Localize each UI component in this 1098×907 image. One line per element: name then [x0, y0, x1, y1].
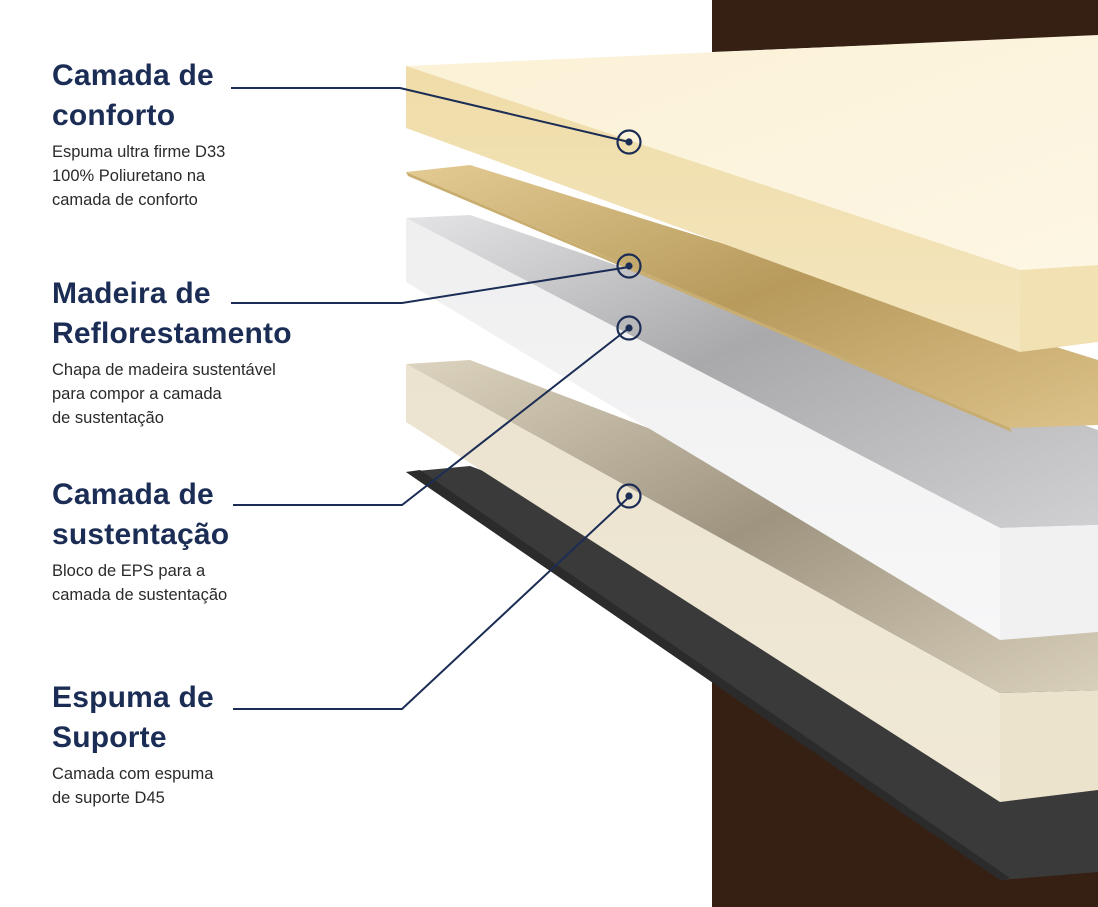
leader-line-support — [233, 496, 630, 710]
eps-block-layer — [406, 215, 1098, 640]
leader-line-comfort — [231, 87, 630, 143]
leader-lines — [231, 87, 630, 710]
layer-description: Chapa de madeira sustentável para compor… — [52, 361, 276, 427]
leader-line-wood — [231, 266, 630, 304]
wood-sheet-layer — [406, 165, 1098, 432]
layer-description: Bloco de EPS para a camada de sustentaçã… — [52, 562, 228, 604]
support-foam-layer — [406, 360, 1098, 802]
marker-support-icon — [616, 483, 642, 509]
layer-description: Espuma ultra firme D33 100% Poliuretano … — [52, 143, 226, 209]
leader-line-eps — [233, 327, 630, 506]
base-sheet-layer — [406, 466, 1098, 880]
layer-description: Camada com espuma de suporte D45 — [52, 765, 214, 807]
comfort-foam-layer — [406, 35, 1098, 352]
marker-wood-icon — [616, 253, 642, 279]
marker-comfort-icon — [616, 129, 642, 155]
marker-eps-icon — [616, 315, 642, 341]
